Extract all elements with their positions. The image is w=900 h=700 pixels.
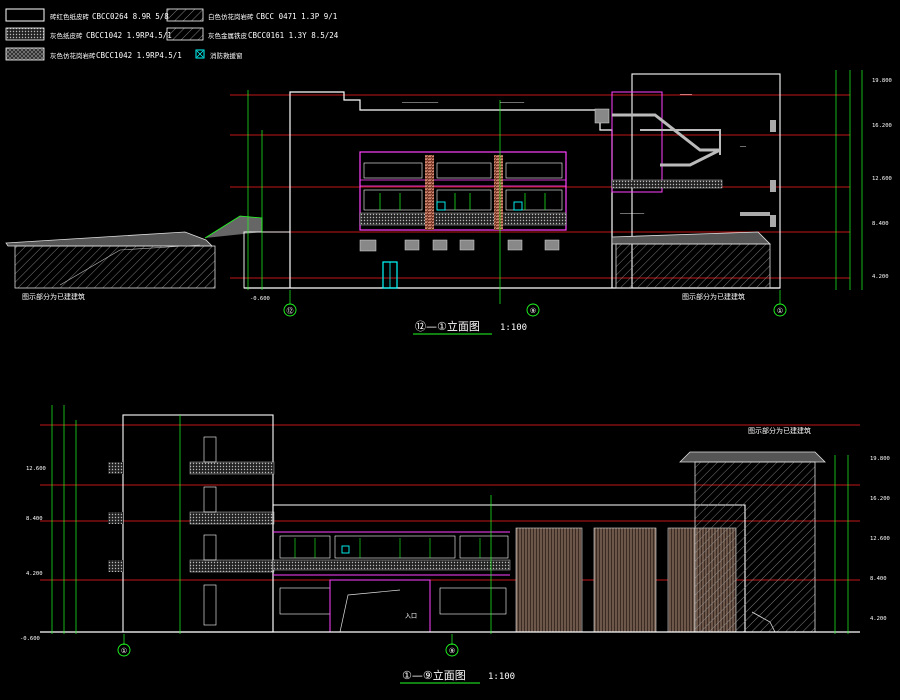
- lower-elevation-marks: -0.600 12.600 8.400 4.200 19.800 16.200 …: [20, 456, 890, 642]
- right-stair-tower: [611, 73, 781, 289]
- legend-swatch-dots: [5, 27, 45, 41]
- grid-mid-marker: ⑨: [530, 307, 536, 315]
- left-tower: [108, 414, 275, 633]
- note-existing-right: 图示部分为已建建筑: [682, 292, 745, 301]
- legend-desc: 灰色仿花岗岩砖: [50, 51, 96, 60]
- legend-desc: 灰色纸皮砖: [50, 31, 83, 40]
- svg-text:12.600: 12.600: [872, 176, 892, 182]
- lower-grid-markers: ① ⑨: [117, 643, 459, 657]
- entrance-label: 入口: [405, 613, 417, 620]
- legend: 砖红色纸皮砖 CBCC0264 8.9R 5/8 灰色纸皮砖 CBCC1042 …: [5, 8, 339, 61]
- legend-code: CBCC1042 1.9RP4.5/1: [96, 51, 182, 60]
- svg-text:19.800: 19.800: [870, 456, 890, 462]
- legend-swatch-hatch: [166, 8, 204, 22]
- upper-elevation: ──────────── ──────── ── ──────── ──── 1…: [5, 70, 892, 335]
- legend-desc: 灰色金属铁皮: [208, 31, 248, 40]
- svg-text:────────────: ────────────: [401, 100, 439, 106]
- svg-text:────────: ────────: [619, 211, 645, 217]
- lower-title: ①—⑨立面图: [402, 668, 466, 682]
- grid-right-marker: ①: [777, 307, 783, 315]
- lower-elevation: 入口 图示部分为已建建筑 -0.600 12.: [20, 405, 890, 684]
- svg-text:4.200: 4.200: [872, 274, 889, 280]
- grid-right-marker: ⑨: [449, 647, 455, 655]
- upper-dimension-lines: [247, 70, 863, 304]
- legend-desc: 白色仿花岗岩砖: [208, 12, 254, 21]
- legend-swatch-cross: [5, 47, 45, 61]
- svg-text:-0.600: -0.600: [250, 296, 270, 302]
- svg-text:12.600: 12.600: [870, 536, 890, 542]
- svg-text:-0.600: -0.600: [20, 636, 40, 642]
- upper-grid-markers: ⑫ ⑨ ①: [283, 303, 787, 317]
- upper-annotations: ──────────── ──────── ── ──────── ────: [401, 92, 747, 217]
- legend-code: CBCC0264 8.9R 5/8: [92, 12, 169, 21]
- upper-title: ⑫—①立面图: [415, 319, 480, 333]
- rescue-window-icon: [195, 49, 205, 59]
- legend-swatch-hatch2: [166, 27, 204, 41]
- svg-text:────────: ────────: [499, 100, 525, 106]
- rescue-window-icon: [436, 201, 446, 211]
- left-existing-building: [5, 215, 263, 289]
- svg-text:16.200: 16.200: [872, 123, 892, 129]
- rescue-window-icon-cross: [196, 50, 204, 58]
- grid-left-marker: ①: [121, 647, 127, 655]
- legend-desc: 砖红色纸皮砖: [50, 12, 90, 21]
- legend-code: CBCC1042 1.9RP4.5/1: [86, 31, 172, 40]
- svg-text:8.400: 8.400: [870, 576, 887, 582]
- brick-screen-panel: [515, 527, 583, 633]
- upper-scale: 1:100: [500, 323, 527, 333]
- note-existing-right-lower: 图示部分为已建建筑: [748, 426, 811, 435]
- svg-text:──: ──: [739, 144, 747, 150]
- lower-dimension-lines: [51, 405, 849, 645]
- rescue-window-icon: [513, 201, 523, 211]
- svg-text:8.400: 8.400: [26, 516, 43, 522]
- svg-text:4.200: 4.200: [870, 616, 887, 622]
- legend-code: CBCC0161 1.3Y 8.5/24: [248, 31, 339, 40]
- svg-text:8.400: 8.400: [872, 221, 889, 227]
- svg-text:19.800: 19.800: [872, 78, 892, 84]
- svg-text:4.200: 4.200: [26, 571, 43, 577]
- svg-text:────: ────: [679, 92, 693, 98]
- legend-code: CBCC 0471 1.3P 9/1: [256, 12, 337, 21]
- main-building: [243, 91, 780, 289]
- grid-left-marker: ⑫: [287, 307, 294, 315]
- brick-screen-panel: [593, 527, 657, 633]
- legend-desc: 消防救援窗: [210, 51, 243, 60]
- note-existing-left: 图示部分为已建建筑: [22, 292, 85, 301]
- right-existing-building: [679, 451, 826, 633]
- legend-swatch-outline: [5, 8, 45, 22]
- rescue-window-icon: [341, 545, 350, 554]
- lower-scale: 1:100: [488, 672, 515, 682]
- upper-elevation-marks: 19.800 16.200 12.600 8.400 4.200 -0.600: [250, 78, 892, 302]
- middle-block: 入口: [272, 504, 746, 633]
- svg-text:12.600: 12.600: [26, 466, 46, 472]
- svg-text:16.200: 16.200: [870, 496, 890, 502]
